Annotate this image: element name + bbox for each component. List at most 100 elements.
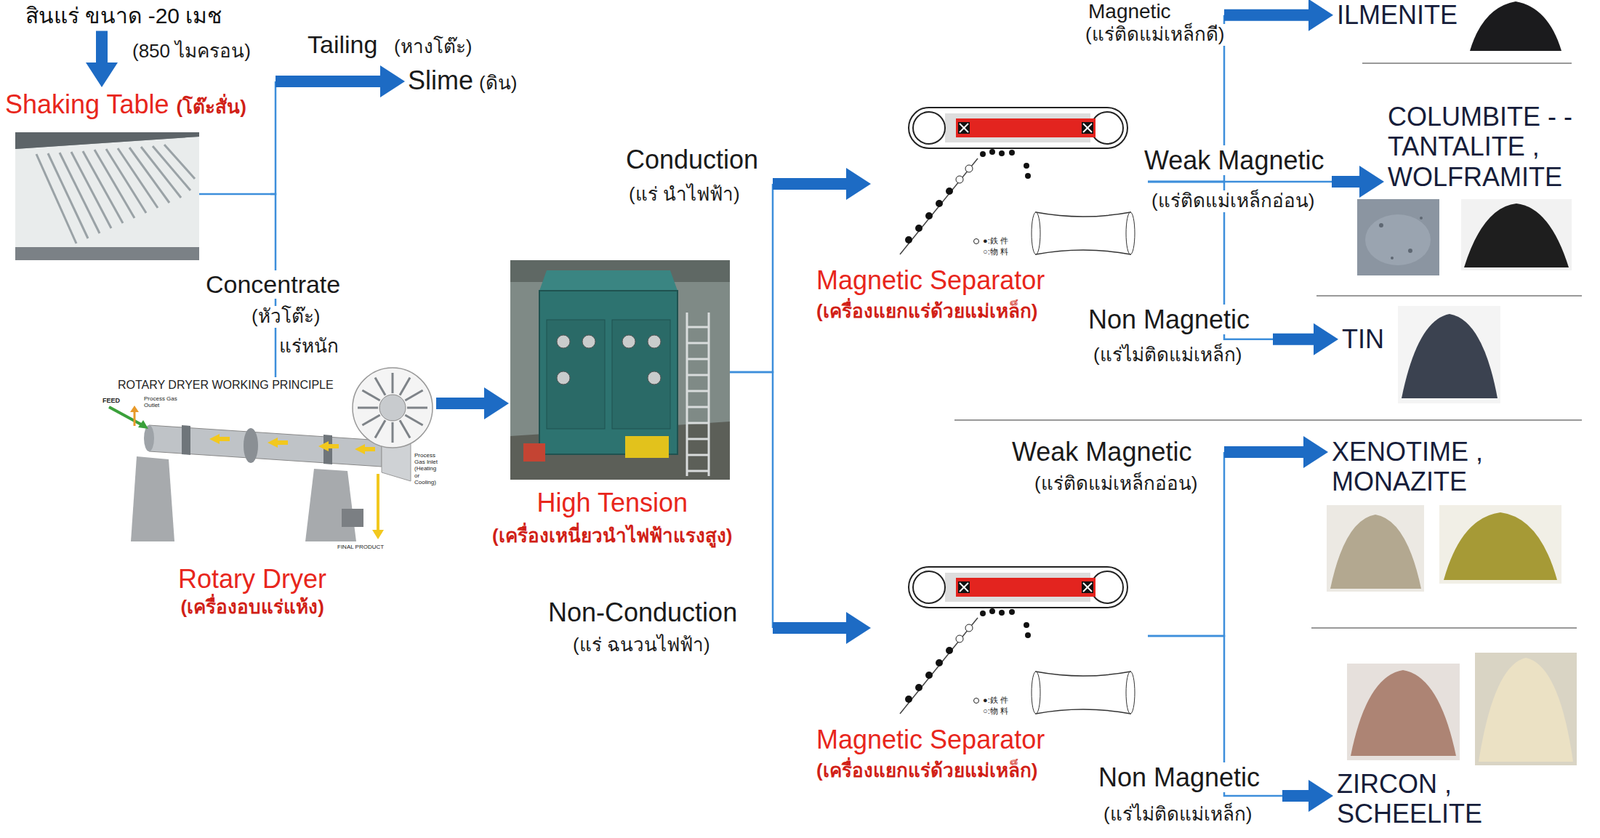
high-tension-photo bbox=[686, 422, 709, 425]
magnetic-separator-drawing bbox=[913, 111, 946, 144]
mineral-samples bbox=[1469, 1, 1562, 51]
divider-lines bbox=[954, 419, 1582, 421]
flow-line bbox=[729, 183, 773, 373]
node-text: TIN bbox=[1341, 324, 1385, 355]
flow-arrow bbox=[436, 387, 509, 420]
high-tension-photo bbox=[708, 312, 711, 477]
high-tension-photo bbox=[686, 312, 709, 477]
flow-arrow bbox=[1224, 436, 1329, 469]
flow-arrow bbox=[1282, 780, 1334, 812]
magnetic-separator-drawing bbox=[959, 123, 1092, 133]
high-tension-photo bbox=[510, 260, 730, 480]
rotary-dryer-illustration bbox=[352, 367, 433, 448]
rotary-dryer-illustration bbox=[130, 456, 175, 542]
high-tension-photo bbox=[582, 335, 596, 349]
magnetic-separator-drawing bbox=[998, 150, 1005, 157]
annotation-label: Process Gas Outlet bbox=[142, 395, 181, 409]
high-tension-photo bbox=[556, 371, 570, 385]
rotary-dryer-illustration bbox=[362, 390, 380, 401]
mineral-samples bbox=[1478, 657, 1574, 762]
mineral-samples bbox=[1326, 505, 1425, 592]
flow-arrow bbox=[1331, 165, 1385, 198]
magnetic-separator: Magnetic Separator(เครื่องแยกแร่ด้วยแม่เ… bbox=[872, 556, 1148, 725]
edge-label: Non-Conduction bbox=[546, 597, 739, 628]
magnetic-separator-drawing bbox=[955, 118, 1096, 138]
magnetic-separator-drawing bbox=[925, 212, 933, 220]
magnetic-separator-drawing bbox=[958, 122, 970, 134]
connector bbox=[270, 65, 405, 195]
shaking-table-photo bbox=[15, 247, 200, 261]
rotary-dryer-illustration bbox=[404, 415, 423, 426]
magnetic-separator-drawing bbox=[1091, 111, 1124, 144]
high-tension-photo bbox=[686, 326, 709, 329]
magnetic-separator-drawing bbox=[915, 224, 923, 232]
magnetic-separator-drawing bbox=[955, 175, 964, 184]
annotation-label: (แร่ไม่ติดแม่เหล็ก) bbox=[1102, 803, 1254, 826]
high-tension-photo bbox=[686, 374, 709, 377]
high-tension-photo bbox=[686, 312, 689, 477]
mineral-samples bbox=[1379, 216, 1423, 260]
magnetic-separator-drawing bbox=[1035, 212, 1131, 255]
high-tension-photo bbox=[523, 443, 546, 462]
magnetic-separator-drawing bbox=[979, 149, 1031, 179]
magnetic-separator-drawing bbox=[1083, 123, 1092, 133]
mineral-samples bbox=[1357, 199, 1440, 276]
mineral-product: ZIRCON , SCHEELITE bbox=[1336, 769, 1494, 830]
edge-label: Concentrate bbox=[204, 270, 342, 299]
rotary-dryer-illustration bbox=[209, 433, 376, 455]
mineral-samples bbox=[1365, 214, 1431, 266]
rotary-dryer-illustration bbox=[404, 390, 423, 401]
high-tension-photo bbox=[556, 335, 661, 385]
annotation-label: FEED bbox=[101, 396, 122, 405]
mineral-samples bbox=[1474, 652, 1577, 766]
annotation-label: Process Gas Inlet (Heating or Cooling) bbox=[412, 452, 444, 486]
high-tension-photo bbox=[686, 390, 709, 393]
magnetic-separator-drawing bbox=[1023, 162, 1030, 169]
node-text: ZIRCON , SCHEELITE bbox=[1336, 769, 1494, 830]
high-tension-photo bbox=[686, 342, 709, 345]
magnetic-separator-drawing bbox=[1081, 122, 1094, 134]
magnetic-separator-drawing bbox=[979, 151, 986, 158]
mineral-samples bbox=[1347, 663, 1460, 761]
node-text: Rotary Dryer bbox=[178, 564, 327, 594]
magnetic-separator-drawing bbox=[872, 556, 1148, 725]
annotation-label: (แร่ ฉนวนไฟฟ้า) bbox=[571, 634, 712, 657]
shaking-table-photo bbox=[164, 144, 195, 179]
node-text: Shaking Table bbox=[5, 89, 170, 120]
edge-label: Weak Magnetic bbox=[1010, 436, 1193, 467]
shaking-table-photo bbox=[15, 132, 200, 261]
flow-arrow bbox=[772, 612, 871, 645]
rotary-dryer-illustration bbox=[379, 394, 406, 421]
high-tension-photo bbox=[622, 335, 636, 349]
magnetic-separator-drawing bbox=[872, 96, 1148, 266]
rotary-dryer-illustration bbox=[362, 415, 380, 426]
rotary-dryer-illustration bbox=[130, 405, 139, 413]
rotary-dryer-illustration bbox=[375, 377, 386, 395]
mineral-product: COLUMBITE - - TANTALITE , WOLFRAMITE bbox=[1387, 101, 1593, 192]
rotary-dryer-illustration bbox=[372, 529, 384, 540]
rotary-dryer-illustration bbox=[96, 377, 434, 557]
magnetic-separator-drawing bbox=[905, 187, 954, 244]
magnetic-separator-drawing bbox=[974, 239, 980, 245]
edge-label: Non Magnetic bbox=[1086, 304, 1252, 335]
flow-arrow bbox=[772, 167, 871, 200]
mineral-samples bbox=[1464, 203, 1569, 268]
node-text: High Tension bbox=[537, 487, 688, 518]
divider-lines bbox=[1311, 627, 1577, 629]
high-tension-photo bbox=[510, 260, 730, 480]
high-tension-photo bbox=[612, 319, 671, 429]
high-tension-photo bbox=[686, 438, 709, 441]
node-text: ILMENITE bbox=[1336, 0, 1458, 30]
node-text: Magnetic Separator bbox=[816, 265, 1045, 296]
high-tension-photo bbox=[686, 358, 709, 361]
high-tension-photo bbox=[539, 270, 678, 291]
rotary-dryer-illustration bbox=[376, 473, 380, 531]
rotary-dryer-illustration bbox=[109, 407, 143, 426]
node-text: (โต๊ะสั่น) bbox=[176, 95, 247, 118]
rotary-dryer-illustration bbox=[341, 508, 364, 528]
rotary-dryer-illustration bbox=[399, 420, 410, 438]
tailing-product: Slime(ดิน) bbox=[407, 65, 517, 96]
mineral-samples bbox=[1379, 223, 1384, 228]
node-text: (เครื่องแยกแร่ด้วยแม่เหล็ก) bbox=[816, 300, 1038, 323]
high-tension-photo bbox=[647, 371, 661, 385]
